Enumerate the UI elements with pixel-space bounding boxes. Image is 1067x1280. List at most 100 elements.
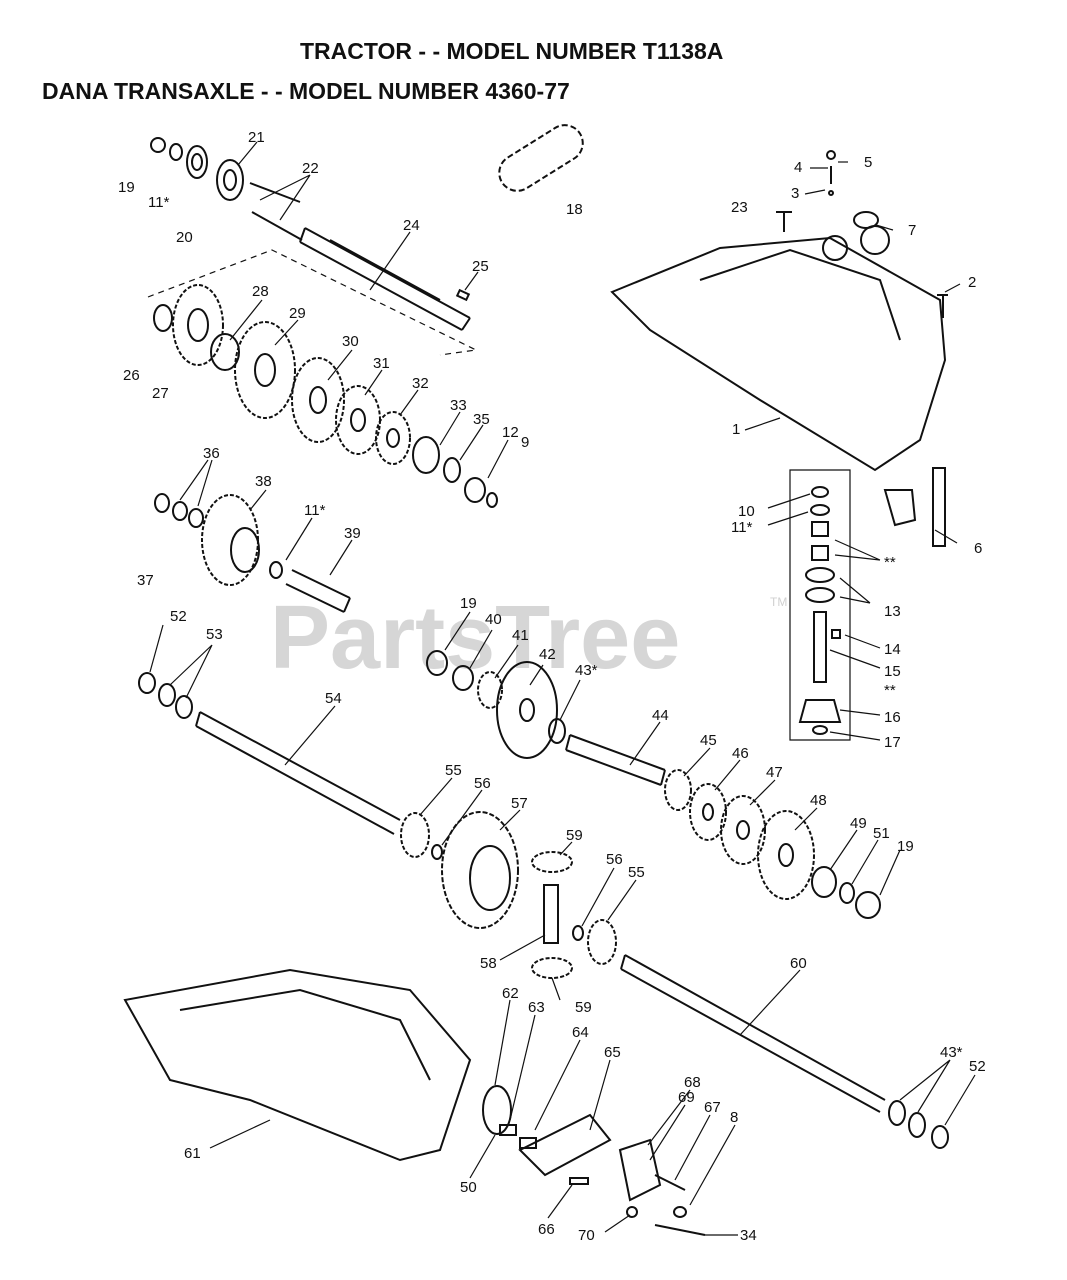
part-washer-11b [269,561,283,579]
callout-27: 27 [152,385,169,402]
callout-1: 1 [732,421,740,438]
part-chain-18 [498,124,584,192]
part-washers-53 [158,683,193,719]
callout-17: 17 [884,734,901,751]
part-gear-30 [291,357,345,443]
callout-18: 18 [566,201,583,218]
callout-40: 40 [485,611,502,628]
part-bushing-28 [210,333,240,371]
callout-51: 51 [873,825,890,842]
callout-25: 25 [472,258,489,275]
part-gear-45 [664,769,692,811]
part-gear-41 [477,671,503,709]
callout-45: 45 [700,732,717,749]
callout-21: 21 [248,129,265,146]
callout-19: 19 [118,179,135,196]
callout-44: 44 [652,707,669,724]
callout-11: 11* [148,194,170,211]
part-washers-13 [805,567,835,603]
part-bevel-gear-16 [798,699,842,723]
part-shaft-44 [565,734,666,786]
callout-70: 70 [578,1227,595,1244]
callout-26: 26 [123,367,140,384]
callout-double-star-2: ** [884,682,896,699]
callout-10: 10 [738,503,755,520]
callout-19b: 19 [460,595,477,612]
callout-61: 61 [184,1145,201,1162]
callout-11b: 11* [304,502,326,519]
callout-5: 5 [864,154,872,171]
callout-15: 15 [884,663,901,680]
part-gear-32 [375,411,411,465]
callout-39: 39 [344,525,361,542]
part-bevel-gear-55a [400,812,430,858]
part-shaft-15 [813,611,827,683]
callout-11c: 11* [731,519,753,536]
part-ring-52a [138,672,156,694]
part-snap-ring-19 [150,137,166,153]
part-ball-5 [826,150,836,160]
callout-9: 9 [521,434,529,451]
part-ring-9 [486,492,498,508]
callout-38: 38 [255,473,272,490]
callout-3: 3 [791,185,799,202]
callout-66: 66 [538,1221,555,1238]
part-gear-29 [234,321,296,419]
callout-63: 63 [528,999,545,1016]
callout-6: 6 [974,540,982,557]
callout-67: 67 [704,1099,721,1116]
part-plug-7 [853,211,879,229]
part-gear-46 [689,783,727,841]
leader-lines [149,141,976,1236]
callout-24: 24 [403,217,420,234]
callout-58: 58 [480,955,497,972]
part-ring-52b [931,1125,949,1149]
part-sprocket-27 [172,284,224,366]
part-housing-upper-1 [610,225,947,472]
callout-48: 48 [810,792,827,809]
part-ring-56a [431,844,443,860]
callout-53: 53 [206,626,223,643]
part-cluster-gear-38 [201,494,260,586]
callout-55b: 55 [628,864,645,881]
part-pin-3 [828,190,834,196]
callout-37: 37 [137,572,154,589]
part-gear-42 [496,661,558,759]
part-bushing-19c [855,891,881,919]
callout-29: 29 [289,305,306,322]
part-pin-66 [569,1177,589,1185]
part-shaft-58 [543,884,559,944]
part-washers-43b [888,1100,926,1138]
watermark: PartsTree [270,588,680,688]
part-shift-lever-6 [883,467,946,547]
callout-32: 32 [412,375,429,392]
part-shaft-39 [285,569,351,613]
part-washer-70 [626,1206,638,1218]
part-washers-36-37 [154,493,204,528]
callout-47: 47 [766,764,783,781]
callout-23: 23 [731,199,748,216]
part-key-25 [455,288,471,302]
part-ring-56b [572,925,584,941]
part-bearings [811,521,829,561]
part-washer-11c [810,504,830,516]
callout-56b: 56 [606,851,623,868]
callout-33: 33 [450,397,467,414]
part-bearing-21 [216,159,244,201]
part-bolt-2 [937,294,948,318]
part-bolt-67 [654,1174,686,1191]
callout-60: 60 [790,955,807,972]
part-washer-35 [443,457,461,483]
callout-59: 59 [566,827,583,844]
callout-43: 43* [575,662,598,679]
callout-46: 46 [732,745,749,762]
callout-14: 14 [884,641,901,658]
part-bushing-33 [412,436,440,474]
part-washer-11 [169,143,183,161]
part-bushings-40 [426,650,474,691]
callout-50: 50 [460,1179,477,1196]
part-gear-47 [720,795,766,865]
callout-55: 55 [445,762,462,779]
part-gear-48 [757,810,815,900]
